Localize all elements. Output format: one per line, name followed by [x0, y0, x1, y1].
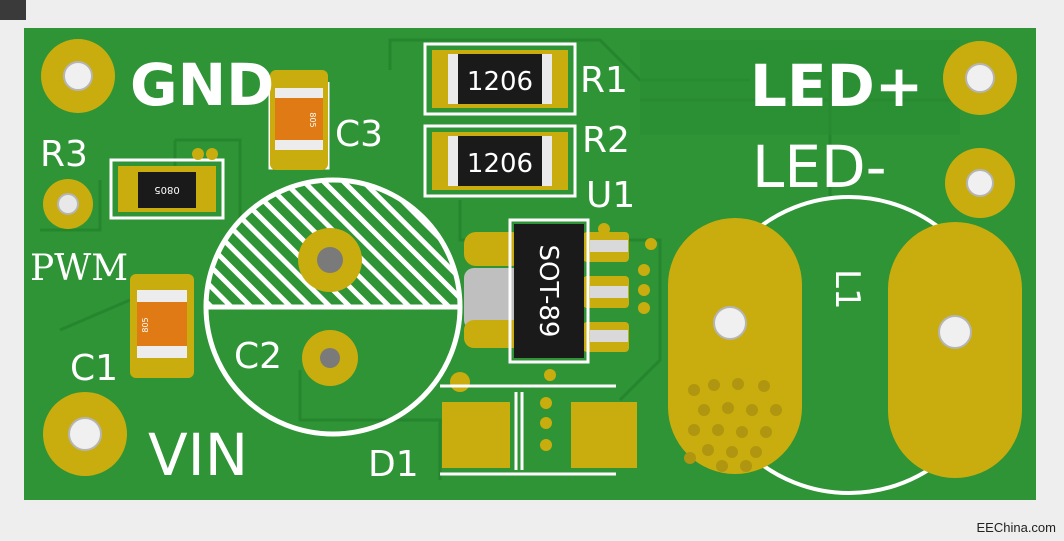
pwm-pad: [43, 179, 93, 229]
r3-code-label: 0805: [154, 184, 179, 195]
watermark: EEChina.com: [976, 520, 1056, 535]
c3-label: C3: [335, 114, 383, 155]
d1-label: D1: [368, 444, 419, 485]
u1-label: U1: [586, 175, 635, 216]
copper-pour-top: [640, 40, 960, 135]
r1-label: R1: [580, 60, 628, 101]
u1-package-label: SOT-89: [533, 245, 563, 338]
r1-code-label: 1206: [467, 67, 533, 97]
r3-label: R3: [40, 134, 88, 175]
c1-capacitor: 805: [130, 274, 194, 378]
c2-label: C2: [234, 336, 282, 377]
led-minus-pad: [945, 148, 1015, 218]
vin-pad: [43, 392, 127, 476]
r1-resistor: 1206: [423, 42, 577, 116]
pwm-label: PWM: [30, 248, 128, 289]
l1-inductor: [668, 195, 1022, 495]
c2-capacitor-outline: [203, 177, 463, 437]
d1-diode: [440, 384, 637, 476]
l1-label: L1: [827, 269, 867, 310]
led-plus-pad: [943, 41, 1017, 115]
c3-code-label: 805: [308, 112, 317, 127]
r2-resistor: 1206: [423, 124, 577, 198]
led-plus-label: LED+: [750, 52, 923, 120]
c1-code-label: 805: [141, 317, 150, 332]
gnd-pad: [41, 39, 115, 113]
c3-capacitor: 805: [268, 70, 330, 170]
led-minus-label: LED-: [752, 133, 887, 201]
vin-label: VIN: [148, 421, 248, 489]
window-tab: [0, 0, 26, 20]
gnd-label: GND: [130, 51, 274, 119]
r2-label: R2: [582, 120, 630, 161]
u1-sot89: SOT-89: [464, 218, 629, 364]
c1-label: C1: [70, 348, 118, 389]
r2-code-label: 1206: [467, 149, 533, 179]
r3-resistor: 0805: [109, 158, 225, 220]
